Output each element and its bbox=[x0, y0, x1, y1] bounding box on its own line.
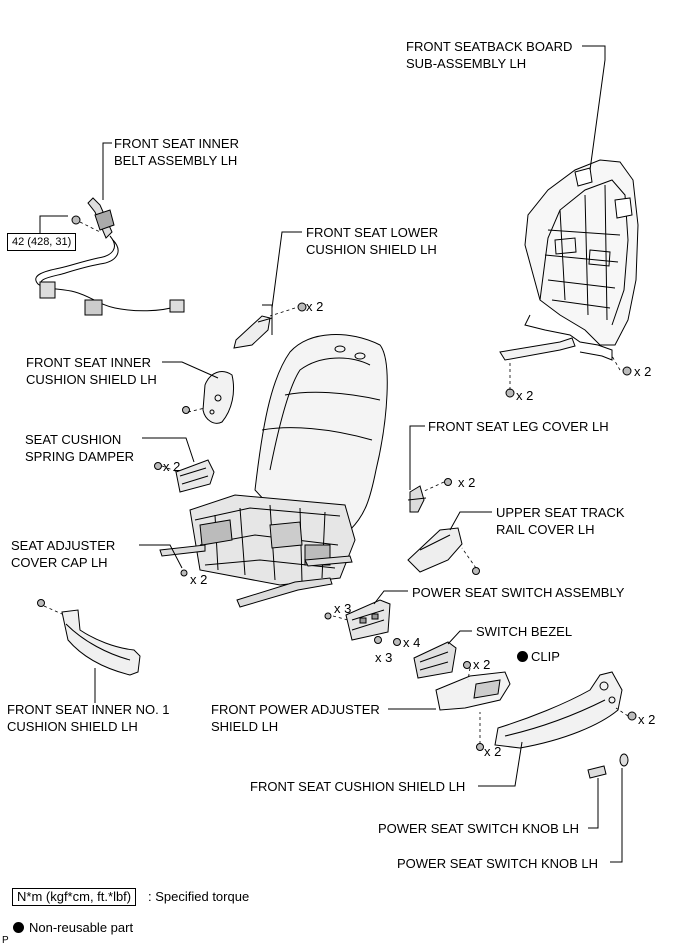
label-upper-track-cover-line1: UPPER SEAT TRACK bbox=[496, 505, 625, 520]
label-upper-track-cover-line2: RAIL COVER LH bbox=[496, 522, 595, 537]
label-lower-cushion-shield-line1: FRONT SEAT LOWER bbox=[306, 225, 439, 240]
legend-torque-text: : Specified torque bbox=[148, 889, 250, 904]
seat-cushion-part bbox=[159, 334, 388, 608]
spring-damper-part bbox=[175, 459, 215, 493]
label-inner-no1-shield-line2: CUSHION SHIELD LH bbox=[7, 719, 138, 734]
qty-switch-4: x 4 bbox=[403, 635, 421, 650]
torque-spec-box: 42 (428, 31) bbox=[7, 233, 77, 251]
label-switch-knob-a: POWER SEAT SWITCH KNOB LH bbox=[378, 821, 580, 836]
label-adjuster-cap-line2: COVER CAP LH bbox=[11, 555, 108, 570]
leader-lines bbox=[39, 45, 623, 863]
qty-switch-bottom: x 3 bbox=[375, 650, 393, 665]
qty-seatback: x 2 bbox=[634, 364, 652, 379]
upper-track-cover-part bbox=[407, 527, 463, 573]
label-clip: CLIP bbox=[531, 649, 560, 664]
label-inner-no1-shield-line1: FRONT SEAT INNER NO. 1 bbox=[7, 702, 170, 717]
switch-knob-parts bbox=[587, 753, 629, 779]
label-power-adjuster-shield-line1: FRONT POWER ADJUSTER bbox=[211, 702, 380, 717]
legend-non-reusable-dot-icon bbox=[13, 922, 24, 933]
dashed-guides bbox=[43, 221, 629, 744]
label-spring-damper-line2: SPRING DAMPER bbox=[25, 449, 135, 464]
switch-bezel-part bbox=[413, 641, 457, 679]
legend-torque-unit-box: N*m (kgf*cm, ft.*lbf) bbox=[12, 888, 137, 906]
label-spring-damper-line1: SEAT CUSHION bbox=[25, 432, 122, 447]
seatback-board-part bbox=[499, 159, 639, 361]
legend-non-reusable-text: Non-reusable part bbox=[29, 920, 134, 935]
label-leg-cover: FRONT SEAT LEG COVER LH bbox=[428, 419, 609, 434]
corner-mark: P bbox=[2, 935, 9, 946]
label-power-switch-assembly: POWER SEAT SWITCH ASSEMBLY bbox=[412, 585, 625, 600]
label-inner-cushion-shield-line2: CUSHION SHIELD LH bbox=[26, 372, 157, 387]
leg-cover-part bbox=[407, 485, 427, 513]
label-power-adjuster-shield-line2: SHIELD LH bbox=[211, 719, 279, 734]
non-reusable-dot-icon bbox=[517, 651, 528, 662]
fasteners bbox=[37, 215, 637, 751]
qty-adjuster-cap: x 2 bbox=[190, 572, 208, 587]
qty-switch-top: x 3 bbox=[334, 601, 352, 616]
label-inner-belt-line1: FRONT SEAT INNER bbox=[114, 136, 239, 151]
inner-belt-part bbox=[35, 197, 185, 316]
label-inner-cushion-shield-line1: FRONT SEAT INNER bbox=[26, 355, 151, 370]
cushion-shield-part bbox=[494, 671, 623, 749]
qty-adjuster-shield: x 2 bbox=[484, 744, 502, 759]
qty-leg-cover: x 2 bbox=[458, 475, 476, 490]
inner-cushion-shield-part bbox=[202, 371, 235, 424]
power-switch-part bbox=[345, 599, 391, 641]
label-switch-knob-b: POWER SEAT SWITCH KNOB LH bbox=[397, 856, 599, 871]
qty-bezel: x 2 bbox=[473, 657, 491, 672]
qty-cushion-shield: x 2 bbox=[638, 712, 656, 727]
power-adjuster-shield-part bbox=[435, 671, 511, 711]
qty-seatback-bottom: x 2 bbox=[516, 388, 534, 403]
label-lower-cushion-shield-line2: CUSHION SHIELD LH bbox=[306, 242, 437, 257]
qty-lower-shield: x 2 bbox=[306, 299, 324, 314]
label-cushion-shield: FRONT SEAT CUSHION SHIELD LH bbox=[250, 779, 466, 794]
label-adjuster-cap-line1: SEAT ADJUSTER bbox=[11, 538, 116, 553]
label-seatback-board-line1: FRONT SEATBACK BOARD bbox=[406, 39, 573, 54]
label-switch-bezel: SWITCH BEZEL bbox=[476, 624, 573, 639]
lower-cushion-shield-part bbox=[233, 304, 273, 349]
inner-no1-shield-part bbox=[61, 609, 141, 676]
label-inner-belt-line2: BELT ASSEMBLY LH bbox=[114, 153, 238, 168]
qty-spring-damper: x 2 bbox=[163, 459, 181, 474]
label-seatback-board-line2: SUB-ASSEMBLY LH bbox=[406, 56, 527, 71]
